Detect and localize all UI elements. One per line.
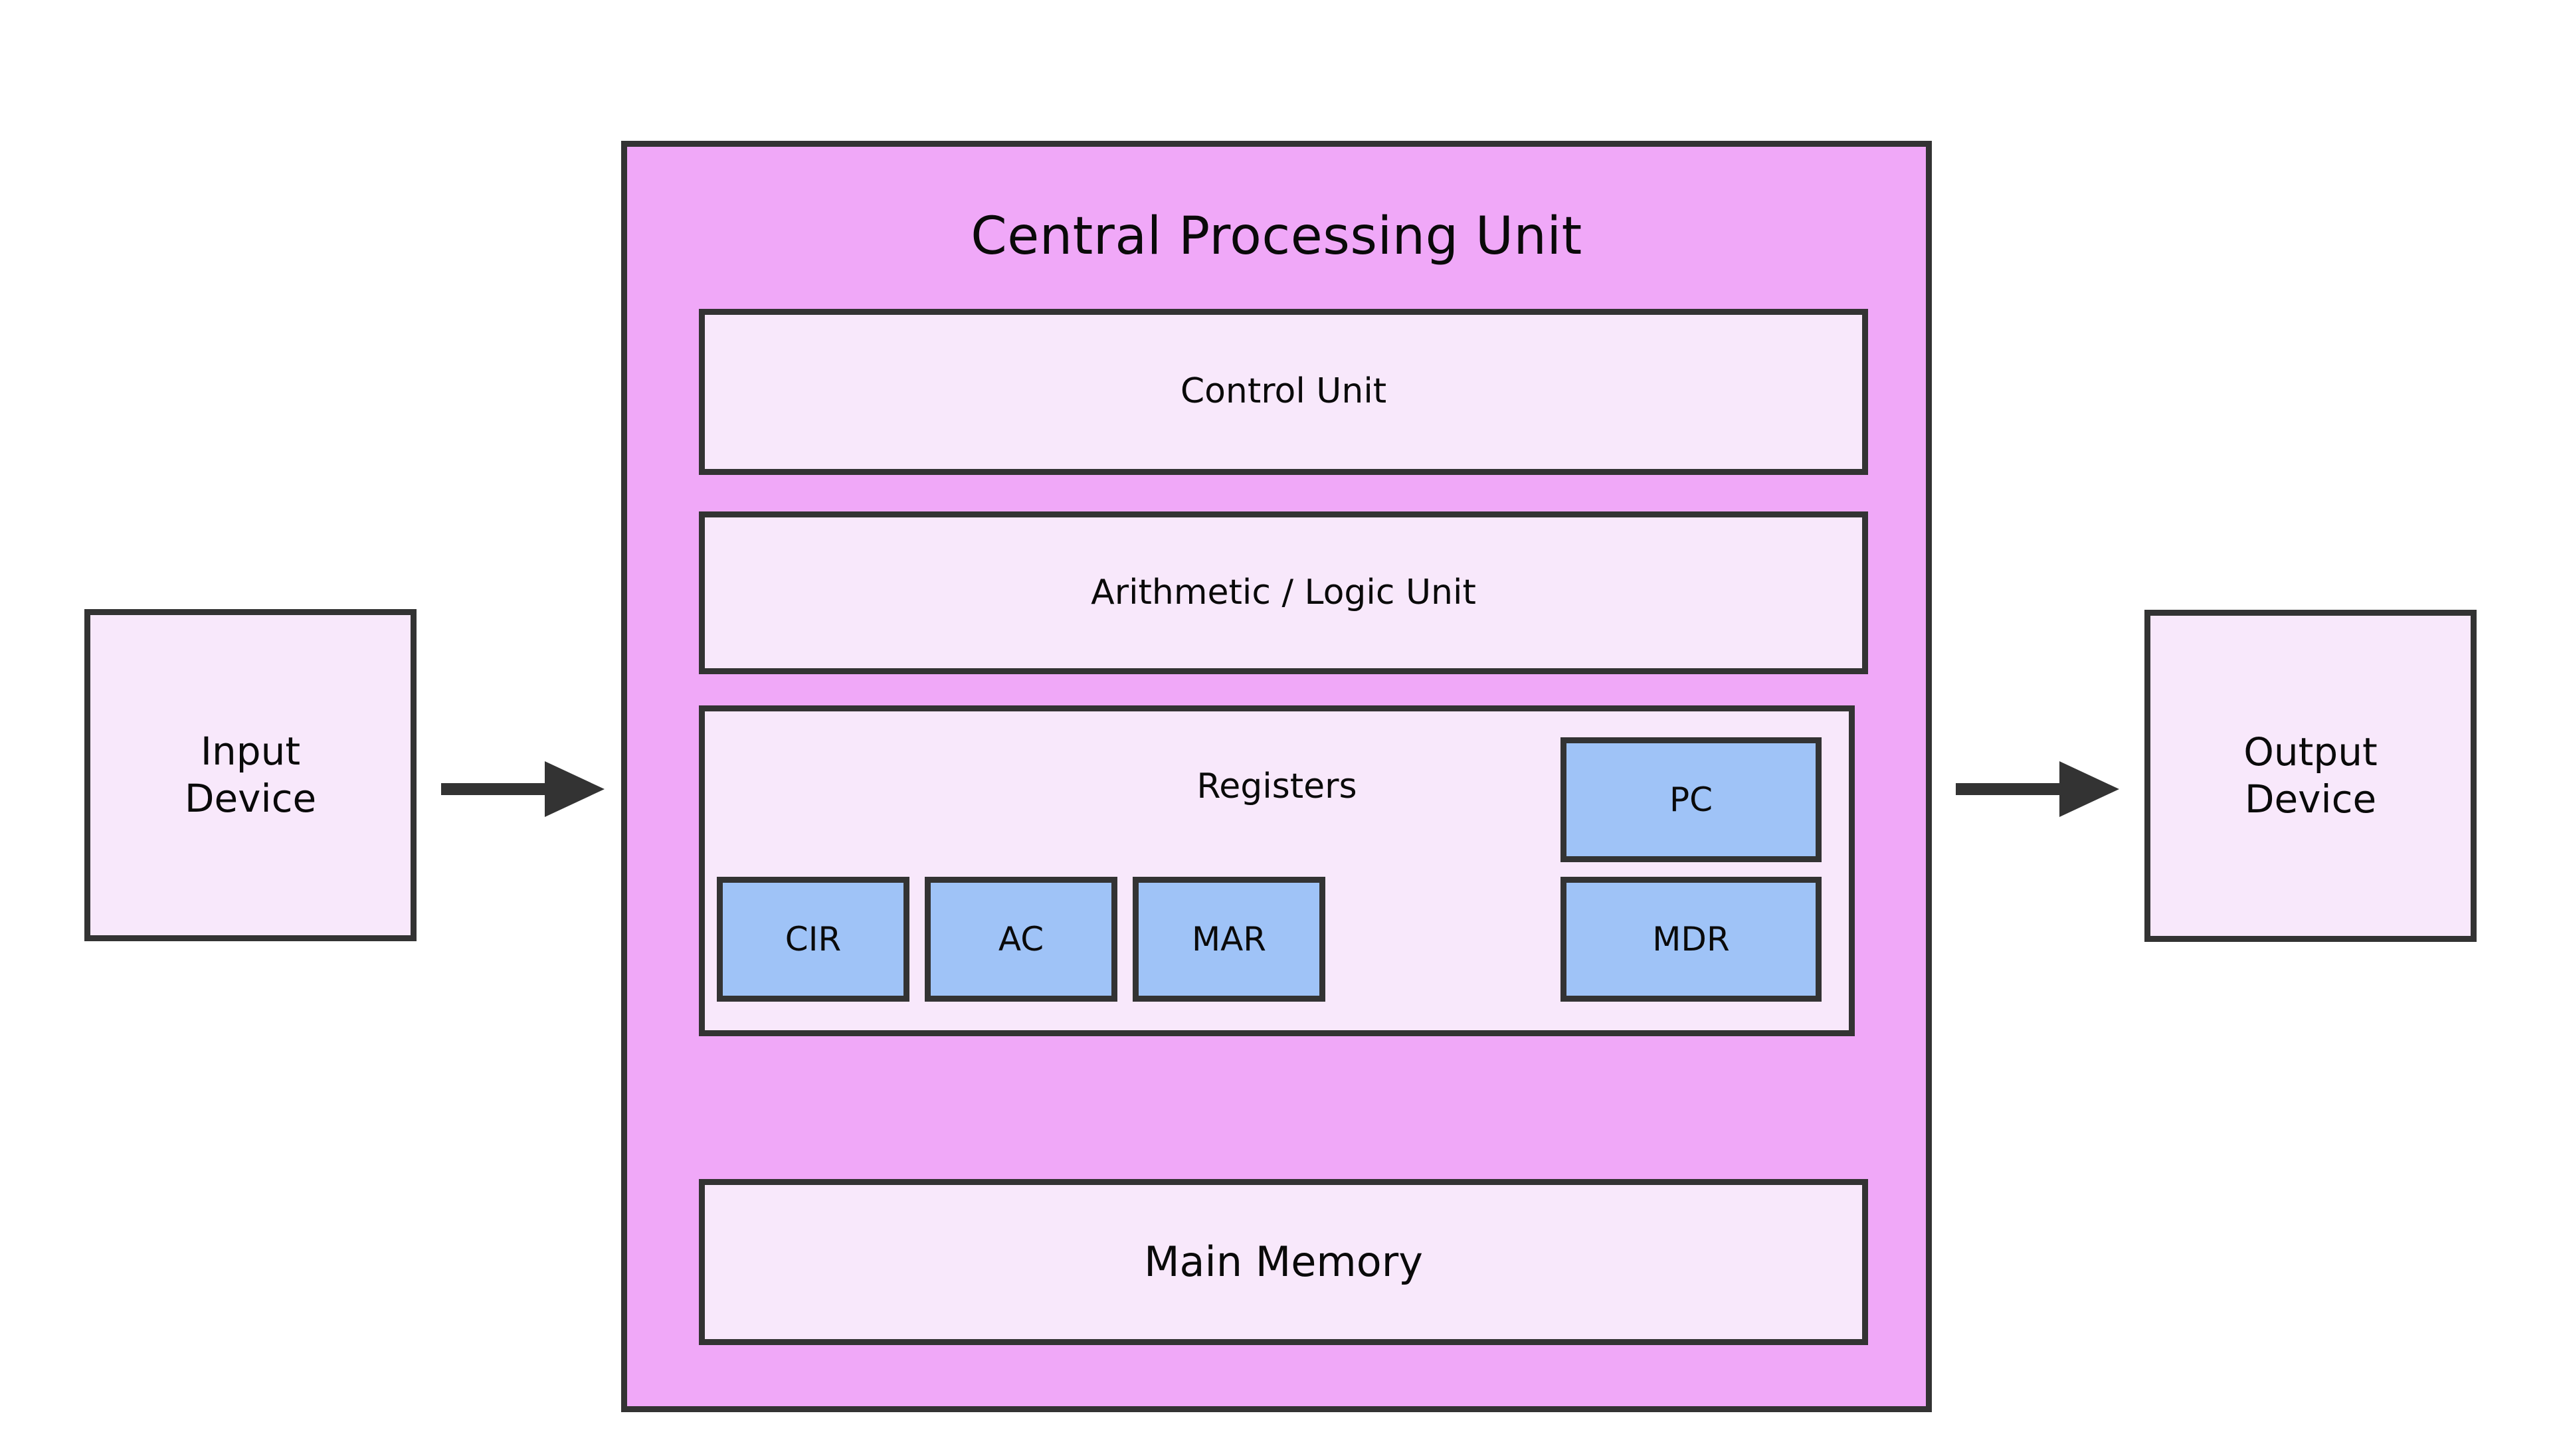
register-mar[interactable]: MAR xyxy=(1133,877,1325,1002)
output-device-label: Output Device xyxy=(2243,729,2378,822)
control-unit-label: Control Unit xyxy=(1180,371,1387,412)
output-device-box[interactable]: Output Device xyxy=(2144,610,2477,942)
main-memory-label: Main Memory xyxy=(1144,1237,1423,1287)
register-pc[interactable]: PC xyxy=(1560,737,1822,862)
alu-box[interactable]: Arithmetic / Logic Unit xyxy=(699,511,1868,674)
registers-group-box: Registers PC CIR AC MAR MDR xyxy=(699,705,1855,1036)
register-cir-label: CIR xyxy=(785,919,842,958)
input-device-box[interactable]: Input Device xyxy=(84,609,417,941)
register-mdr[interactable]: MDR xyxy=(1560,877,1822,1002)
register-cir[interactable]: CIR xyxy=(717,877,909,1002)
registers-group-label: Registers xyxy=(1196,767,1357,806)
input-device-label: Input Device xyxy=(184,729,317,821)
cpu-container: Central Processing Unit Control Unit Ari… xyxy=(621,141,1932,1412)
register-ac-label: AC xyxy=(998,919,1044,958)
register-mar-label: MAR xyxy=(1191,919,1267,958)
control-unit-box[interactable]: Control Unit xyxy=(699,309,1868,475)
cpu-title: Central Processing Unit xyxy=(971,207,1582,266)
register-mdr-label: MDR xyxy=(1652,919,1730,958)
arrow-cpu-to-output-icon xyxy=(1956,761,2119,817)
alu-label: Arithmetic / Logic Unit xyxy=(1091,572,1476,612)
register-pc-label: PC xyxy=(1669,780,1713,819)
register-ac[interactable]: AC xyxy=(925,877,1117,1002)
arrow-input-to-cpu-icon xyxy=(441,761,605,817)
main-memory-box[interactable]: Main Memory xyxy=(699,1179,1868,1345)
